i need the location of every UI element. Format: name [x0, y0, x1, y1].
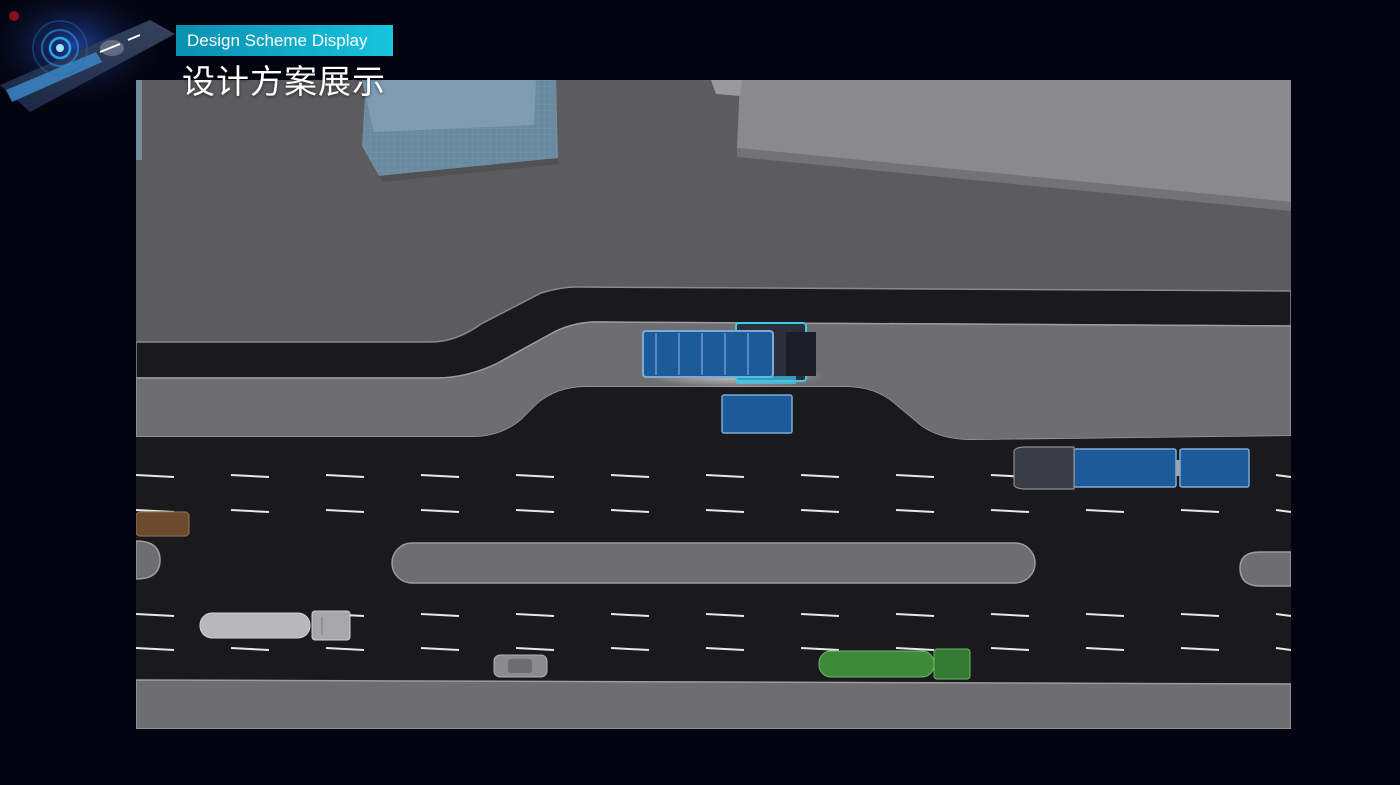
building-glass — [362, 80, 560, 182]
lane-dash — [230, 474, 270, 478]
lane-dash — [515, 509, 555, 513]
lane-dash — [800, 474, 840, 478]
solar-panel — [642, 330, 774, 378]
lane-dash — [705, 509, 745, 513]
main-road — [136, 387, 1291, 684]
lane-dash — [1085, 647, 1125, 651]
road-median-right — [1239, 551, 1291, 587]
lane-dash — [136, 613, 175, 617]
lane-dash — [515, 613, 555, 617]
lane-dash — [1275, 474, 1291, 478]
lane-dash — [230, 647, 270, 651]
road-median-left — [136, 540, 161, 580]
building-edge — [136, 80, 142, 160]
lane-dash — [990, 509, 1030, 513]
lane-dash — [325, 474, 365, 478]
lane-dash — [1180, 613, 1220, 617]
lane-dash — [1085, 509, 1125, 513]
lane-dash — [610, 647, 650, 651]
lane-dash — [325, 509, 365, 513]
tanker-truck-white — [199, 610, 351, 641]
lane-dash — [230, 509, 270, 513]
lane-dash — [705, 474, 745, 478]
page-title: 设计方案展示 — [182, 62, 386, 101]
lane-dash — [1275, 613, 1291, 617]
lane-dash — [420, 647, 460, 651]
car-brown — [136, 511, 190, 537]
sidewalk-bottom — [136, 679, 1291, 729]
lane-dash — [800, 613, 840, 617]
lane-dash — [1275, 647, 1291, 651]
building-warehouse — [711, 80, 1291, 211]
lane-dash — [420, 474, 460, 478]
road-scene-illustration — [136, 80, 1291, 729]
lane-dash — [895, 613, 935, 617]
lane-dash — [136, 474, 175, 478]
lane-dash — [990, 613, 1030, 617]
road-sensor-icon — [0, 0, 175, 120]
page-subtitle-tag: Design Scheme Display — [176, 25, 393, 56]
road-median — [391, 542, 1036, 584]
lane-dash — [610, 613, 650, 617]
car-silver — [493, 654, 548, 678]
lane-dash — [895, 509, 935, 513]
lane-dash — [705, 613, 745, 617]
lane-dash — [420, 613, 460, 617]
lane-dash — [895, 474, 935, 478]
lane-dash — [515, 647, 555, 651]
lane-dash — [800, 509, 840, 513]
station-bay — [721, 394, 793, 434]
tanker-truck-green — [818, 648, 971, 680]
lane-dash — [705, 647, 745, 651]
lane-dash — [325, 647, 365, 651]
lane-dash — [1180, 509, 1220, 513]
lane-dash — [1180, 647, 1220, 651]
lane-dash — [610, 474, 650, 478]
truck-blue — [1013, 446, 1250, 490]
smart-station — [642, 322, 826, 434]
lane-dash — [1275, 509, 1291, 513]
lane-dash — [800, 647, 840, 651]
lane-dash — [1085, 613, 1125, 617]
lane-dash — [610, 509, 650, 513]
lane-dash — [515, 474, 555, 478]
lane-dash — [420, 509, 460, 513]
lane-dash — [136, 647, 175, 651]
lane-dash — [895, 647, 935, 651]
lane-dash — [990, 647, 1030, 651]
